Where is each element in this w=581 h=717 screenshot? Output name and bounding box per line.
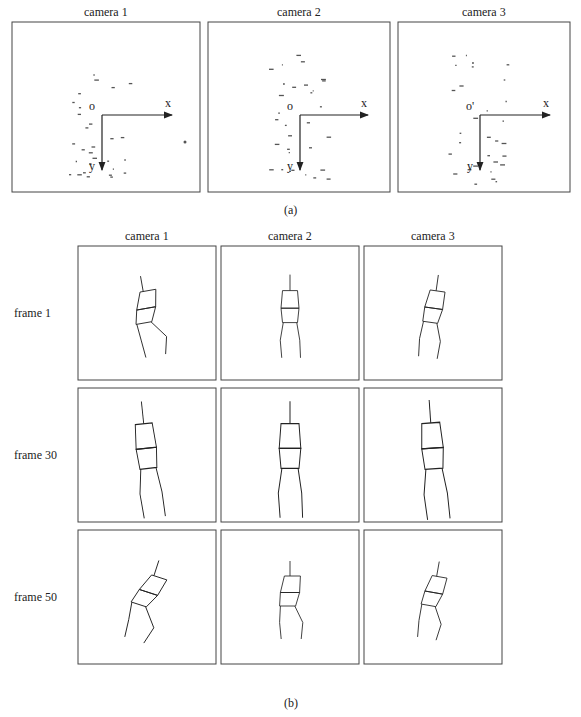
panel-title: camera 3 xyxy=(462,6,506,18)
column-title: camera 1 xyxy=(125,230,169,242)
axis-label: y xyxy=(89,160,95,172)
row-title: frame 50 xyxy=(14,591,57,603)
column-title: camera 2 xyxy=(268,230,312,242)
stick-figures xyxy=(120,273,452,644)
feature-points xyxy=(69,55,509,184)
origin-label: o xyxy=(287,100,293,112)
row-title: frame 30 xyxy=(14,449,57,461)
axis-label: x xyxy=(361,97,367,109)
subfigure-label: (b) xyxy=(284,697,298,709)
axis-label: x xyxy=(543,97,549,109)
subfigure-label: (a) xyxy=(284,204,297,216)
axis-label: y xyxy=(467,160,473,172)
axis-label: y xyxy=(287,160,293,172)
panel-title: camera 2 xyxy=(277,6,321,18)
column-title: camera 3 xyxy=(411,230,455,242)
image-axes xyxy=(102,115,550,170)
origin-label: o' xyxy=(466,100,474,112)
panel-title: camera 1 xyxy=(84,6,128,18)
axis-label: x xyxy=(165,97,171,109)
panel-frames xyxy=(12,22,570,664)
origin-label: o xyxy=(89,100,95,112)
row-title: frame 1 xyxy=(14,307,51,319)
